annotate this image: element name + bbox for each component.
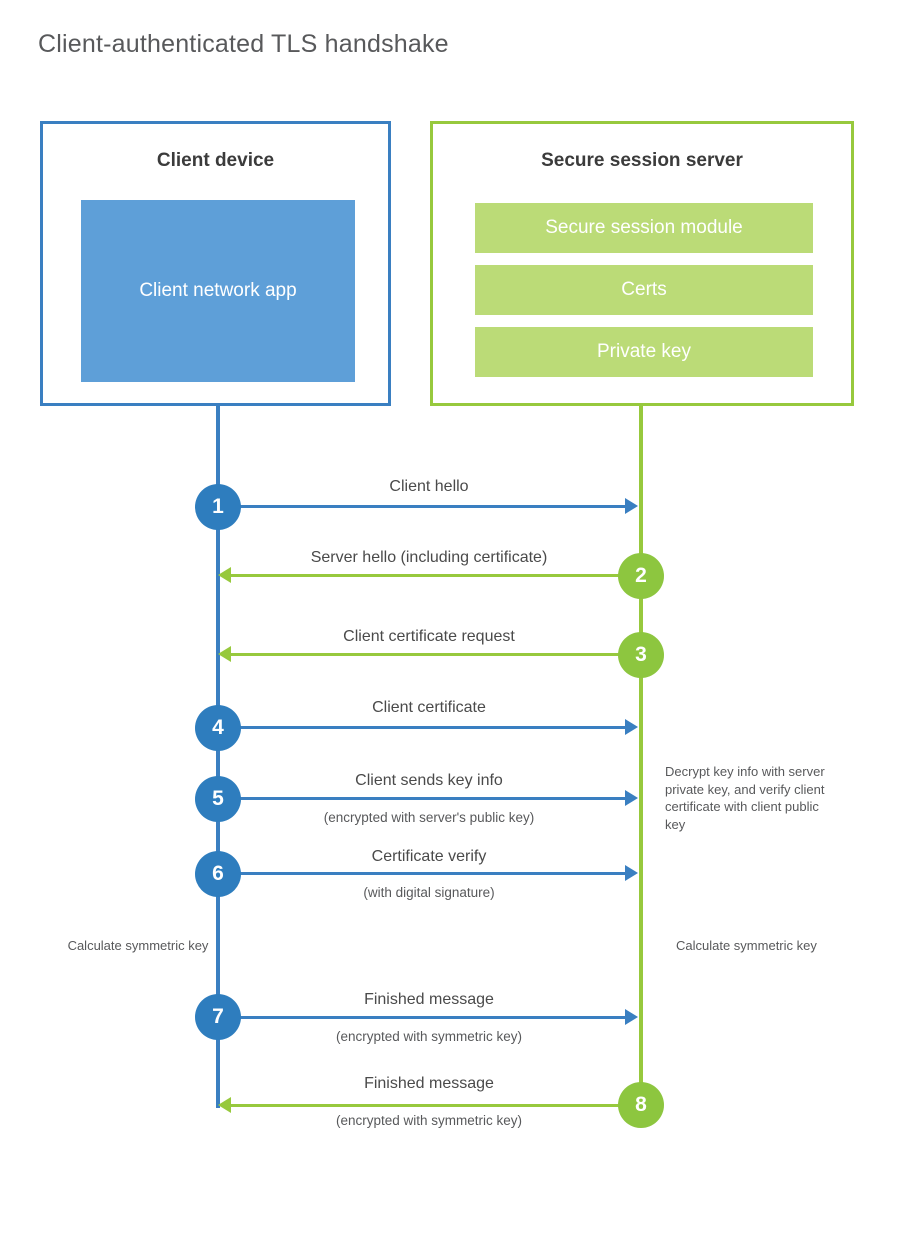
secure-session-server-title: Secure session server [541,150,743,171]
step-6-arrow-line [218,872,626,875]
step-5-arrow-head-icon [625,790,638,806]
step-7-arrow-head-icon [625,1009,638,1025]
step-1-arrow-line [218,505,626,508]
step-1-number-badge[interactable]: 1 [195,484,241,530]
step-7-arrow-line [218,1016,626,1019]
step-1-label: Client hello [389,478,469,495]
step-2-number-badge[interactable]: 2 [618,553,664,599]
step-3-arrow-line [230,653,640,656]
step-5-number-badge[interactable]: 5 [195,776,241,822]
secure-session-server-box: Secure session server Secure session mod… [430,121,854,406]
step-4-label: Client certificate [372,699,486,716]
step-4-number-badge[interactable]: 4 [195,705,241,751]
note-client-calculate-symmetric-key: Calculate symmetric key [67,938,209,953]
step-2-arrow-line [230,574,640,577]
page-title: Client-authenticated TLS handshake [38,30,449,58]
step-8-arrow-head-icon [218,1097,231,1113]
step-8-label: Finished message [364,1075,494,1092]
step-7-number-badge[interactable]: 7 [195,994,241,1040]
client-device-box: Client device Client network app [40,121,391,406]
step-5-label: Client sends key info [355,772,503,789]
step-8-number-badge[interactable]: 8 [618,1082,664,1128]
step-2-label: Server hello (including certificate) [310,549,548,566]
step-7-sublabel: (encrypted with symmetric key) [335,1029,523,1044]
step-3-label: Client certificate request [343,628,515,645]
step-6-arrow-head-icon [625,865,638,881]
step-2-arrow-head-icon [218,567,231,583]
server-component-certs: Certs [475,265,813,315]
step-6-label: Certificate verify [371,848,487,865]
server-component-private-key: Private key [475,327,813,377]
step-8-sublabel: (encrypted with symmetric key) [335,1113,523,1128]
server-lifeline [639,404,643,1108]
note-server-calculate-symmetric-key: Calculate symmetric key [676,938,817,953]
step-6-number-badge[interactable]: 6 [195,851,241,897]
client-network-app-block: Client network app [81,200,355,382]
step-8-arrow-line [230,1104,640,1107]
step-4-arrow-head-icon [625,719,638,735]
step-1-arrow-head-icon [625,498,638,514]
step-3-number-badge[interactable]: 3 [618,632,664,678]
step-7-label: Finished message [364,991,494,1008]
note-server-decrypt: Decrypt key info with server private key… [665,764,825,832]
step-4-arrow-line [218,726,626,729]
step-3-arrow-head-icon [218,646,231,662]
step-6-sublabel: (with digital signature) [363,885,495,900]
client-lifeline [216,404,220,1108]
client-device-title: Client device [156,150,275,171]
step-5-sublabel: (encrypted with server's public key) [323,810,535,825]
step-5-arrow-line [218,797,626,800]
server-component-secure-session-module: Secure session module [475,203,813,253]
